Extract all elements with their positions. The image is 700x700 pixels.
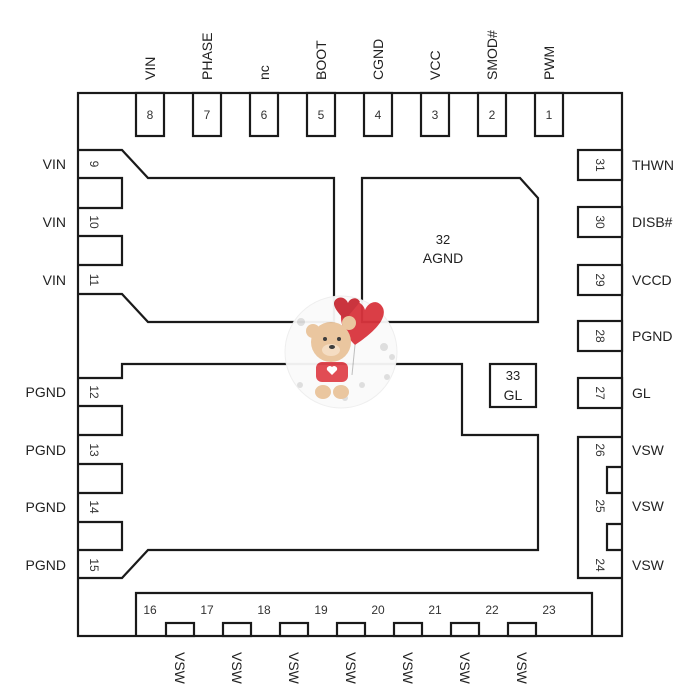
right-pin-27: [576, 376, 624, 410]
pin-number: 18: [257, 603, 271, 617]
pin-number: 8: [147, 108, 154, 122]
vsw-bottom-block: [134, 591, 594, 636]
pin-number: 6: [261, 108, 268, 122]
pin-label: VIN: [43, 156, 66, 172]
pin-label: VCCD: [632, 272, 672, 288]
pin-label: VSW: [632, 442, 665, 458]
pin-label: PGND: [26, 442, 66, 458]
right-pin-29: [576, 263, 624, 297]
agnd-pad-number: 32: [436, 232, 450, 247]
top-pin-8: [134, 91, 166, 138]
pin-number: 12: [87, 385, 101, 399]
pin-number: 17: [200, 603, 214, 617]
pin-label: DISB#: [632, 214, 673, 230]
pin-label: PGND: [26, 499, 66, 515]
agnd-pad-label: AGND: [423, 250, 463, 266]
pin-number: 15: [87, 558, 101, 572]
pin-number: 4: [375, 108, 382, 122]
pin-label: BOOT: [313, 40, 329, 80]
pin-number: 27: [593, 386, 607, 400]
bottom-pin-21: [449, 621, 481, 638]
gl-pad: [488, 362, 538, 409]
pin-number: 20: [371, 603, 385, 617]
bottom-pin-16: [164, 621, 196, 638]
pin-number: 22: [485, 603, 499, 617]
pin-number: 21: [428, 603, 442, 617]
pin-label: SMOD#: [484, 30, 500, 80]
pin-number: 2: [489, 108, 496, 122]
pin-label: VSW: [632, 557, 665, 573]
pin-number: 23: [542, 603, 556, 617]
bottom-pin-17: [221, 621, 253, 638]
pin-label: PGND: [26, 384, 66, 400]
vin-pad: [78, 148, 336, 324]
pin-number: 28: [593, 329, 607, 343]
pin-number: 19: [314, 603, 328, 617]
pin-number: 14: [87, 500, 101, 514]
pin-label: VCC: [427, 50, 443, 80]
pin-label: VSW: [172, 652, 188, 685]
pin-label: VSW: [286, 652, 302, 685]
bottom-pin-18: [278, 621, 310, 638]
pin-number: 5: [318, 108, 325, 122]
top-pin-3: [419, 91, 451, 138]
pin-number: 7: [204, 108, 211, 122]
pin-label: GL: [632, 385, 651, 401]
pin-number: 25: [593, 499, 607, 513]
top-pin-6: [248, 91, 280, 138]
pin-label: VSW: [632, 498, 665, 514]
pin-label: VSW: [457, 652, 473, 685]
top-pin-2: [476, 91, 508, 138]
pin-label: PGND: [26, 557, 66, 573]
pin-number: 11: [87, 274, 101, 287]
pin-label: VSW: [343, 652, 359, 685]
pin-label: VIN: [43, 214, 66, 230]
pin-number: 13: [87, 443, 101, 457]
right-pin-31: [576, 148, 624, 182]
top-pin-5: [305, 91, 337, 138]
pin-label: VSW: [400, 652, 416, 685]
bottom-pin-22: [506, 621, 538, 638]
pin-number: 9: [87, 161, 101, 168]
pin-label: PHASE: [199, 33, 215, 80]
pin-number: 24: [593, 558, 607, 572]
pin-number: 26: [593, 443, 607, 457]
pin-label: CGND: [370, 39, 386, 80]
pin-label: VIN: [43, 272, 66, 288]
agnd-pad: [360, 176, 540, 324]
pin-number: 29: [593, 273, 607, 287]
pgnd-pad: [78, 362, 540, 580]
gl-pad-label: GL: [504, 387, 523, 403]
vin-pin-separators: [78, 176, 124, 267]
pin-number: 31: [593, 158, 607, 172]
pin-label: VSW: [514, 652, 530, 685]
pin-label: VIN: [142, 57, 158, 80]
teddy-bear-with-heart-balloon-icon: [284, 295, 398, 409]
pin-label: PGND: [632, 328, 672, 344]
pin-label: PWM: [541, 46, 557, 80]
pin-number: 16: [143, 603, 157, 617]
pin-number: 1: [546, 108, 553, 122]
pgnd-pin-separators: [78, 404, 124, 552]
pin-label: nc: [256, 65, 272, 80]
top-pin-1: [533, 91, 565, 138]
bottom-pin-19: [335, 621, 367, 638]
pin-number: 3: [432, 108, 439, 122]
pin-label: VSW: [229, 652, 245, 685]
bottom-pin-20: [392, 621, 424, 638]
pin-number: 30: [593, 215, 607, 229]
pin-label: THWN: [632, 157, 674, 173]
top-pin-7: [191, 91, 223, 138]
pin-number: 10: [87, 215, 101, 229]
top-pin-4: [362, 91, 394, 138]
vsw-right-block: [576, 435, 622, 580]
right-pin-28: [576, 319, 624, 353]
gl-pad-number: 33: [506, 368, 520, 383]
right-pin-30: [576, 205, 624, 239]
